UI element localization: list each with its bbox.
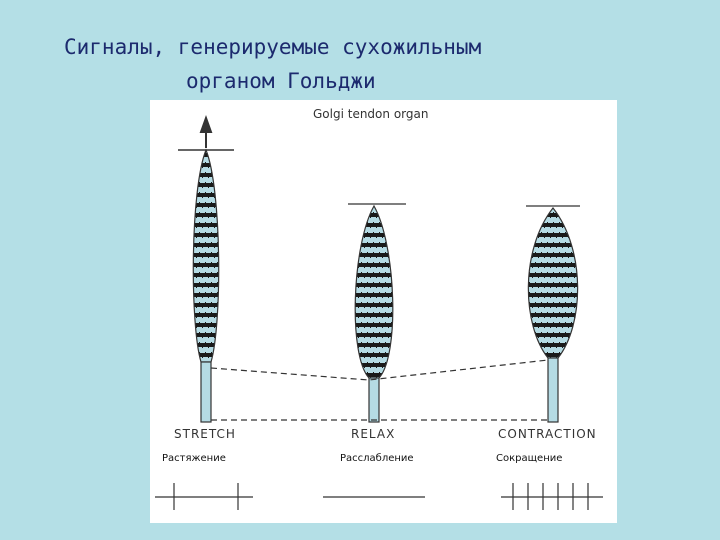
stretch-organ <box>178 115 234 423</box>
contraction-spike-train <box>501 483 603 510</box>
label-relax: RELAX <box>351 427 395 441</box>
label-relax-ru: Расслабление <box>340 453 414 464</box>
contraction-organ <box>526 205 580 423</box>
label-contraction: CONTRACTION <box>498 427 597 441</box>
figure-drawing: Golgi tendon organ STRETCH RELAX C <box>155 107 603 510</box>
stretch-spike-train <box>155 483 253 510</box>
title-line-2: органом Гольджи <box>186 69 376 93</box>
label-stretch-ru: Растяжение <box>162 453 226 464</box>
label-contraction-ru: Сокращение <box>496 453 562 464</box>
golgi-tendon-organ-figure: Golgi tendon organ STRETCH RELAX C <box>150 100 617 523</box>
title-line-1: Сигналы, генерируемые сухожильным <box>64 35 482 59</box>
stretch-arrow-icon <box>199 115 213 148</box>
figure-caption: Golgi tendon organ <box>313 107 428 121</box>
relax-organ <box>348 203 406 423</box>
label-stretch: STRETCH <box>174 427 236 441</box>
dashed-reference-lines <box>210 359 549 421</box>
slide-title: Сигналы, генерируемые сухожильным органо… <box>0 30 720 98</box>
